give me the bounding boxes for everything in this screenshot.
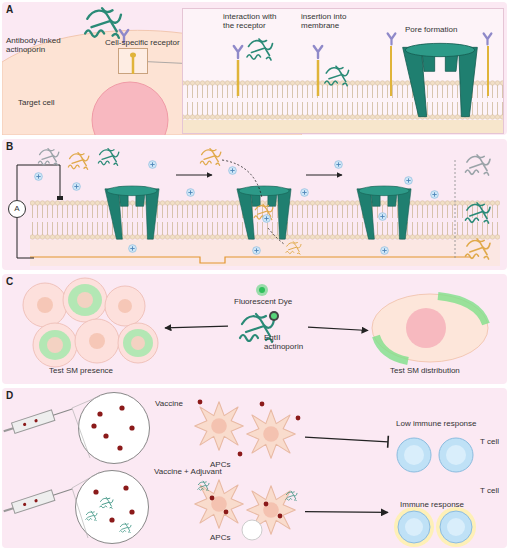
node-text: EqtII actinoporin: [264, 333, 308, 351]
panel-letter: A: [6, 4, 13, 16]
node-text: Vaccine: [155, 399, 183, 408]
apc-group: APCs: [190, 478, 305, 544]
t-cell-group: Low immune response T cell: [388, 415, 505, 475]
zoom-circle: Vaccine + Adjuvant: [75, 470, 149, 544]
node-text: interaction with the receptor: [223, 12, 285, 30]
receptor-callout: Cell-specific receptor: [118, 48, 148, 74]
node-text: insertion into membrane: [301, 12, 361, 30]
node-text: Low immune response: [396, 419, 476, 428]
node-text: Test SM distribution: [390, 366, 460, 375]
stained-cell-part-part: [372, 294, 488, 362]
node-text: T cell: [480, 437, 499, 446]
node-text: Fluorescent Dye: [234, 297, 292, 306]
apc-group: APCs: [190, 398, 305, 470]
stained-cell-part-part: [376, 336, 408, 361]
annotation-label: Antibody-linked actinoporin: [6, 36, 68, 54]
node-text: Test SM presence: [49, 366, 113, 375]
node-text: APCs: [210, 533, 230, 542]
target-cell-part-part: [92, 82, 168, 135]
node-text: Immune response: [400, 500, 464, 509]
stained-cell-part: [368, 290, 493, 378]
ammeter-symbol: A: [8, 200, 26, 218]
node-text: Cell-specific receptor: [105, 38, 180, 47]
cell-cluster: Test SM presence: [15, 280, 165, 380]
actinoporin-probe: Fluorescent DyeEqtII actinoporin: [228, 285, 308, 365]
t-cell-group: Immune response T cell: [388, 480, 505, 546]
zoom-panel: interaction with the receptor insertion i…: [182, 8, 504, 134]
node-text: A: [9, 204, 25, 213]
stained-cell-part-part: [406, 308, 446, 348]
node-text: Vaccine + Adjuvant: [154, 467, 222, 476]
node-text: T cell: [480, 486, 499, 495]
stained-cell-part-part: [438, 296, 486, 324]
panel-letter: B: [6, 141, 13, 153]
node-text: Target cell: [18, 98, 54, 107]
panel-band: DVaccineAPCsLow immune responseT cellVac…: [2, 388, 507, 548]
panel-band: BA: [2, 139, 507, 270]
node-text: Pore formation: [405, 25, 457, 34]
stained-cell: Test SM distribution: [368, 290, 493, 378]
panel-band: C Test SM presence Fluorescent DyeEqtII ac…: [2, 274, 507, 384]
panel-band: ATarget cellCell-specific receptorintera…: [2, 2, 507, 135]
panel-letter: C: [6, 276, 13, 288]
zoom-circle: Vaccine: [78, 392, 150, 464]
panel-letter: D: [6, 390, 13, 402]
